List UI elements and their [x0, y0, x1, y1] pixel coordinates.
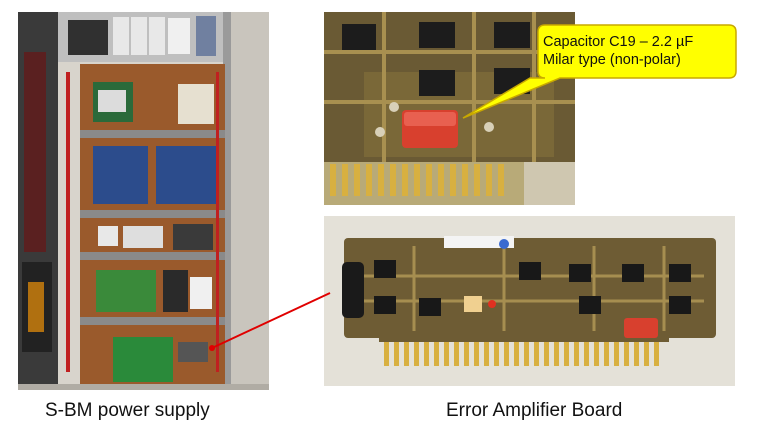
callout-line-2: Milar type (non-polar)	[543, 52, 681, 68]
callout-line-1: Capacitor C19 – 2.2 µF	[543, 34, 694, 50]
error-amplifier-board-photo	[324, 216, 735, 386]
capacitor-closeup-photo	[324, 12, 575, 205]
caption-error-amplifier: Error Amplifier Board	[446, 400, 623, 421]
power-supply-cabinet-photo	[18, 12, 269, 390]
caption-power-supply: S-BM power supply	[45, 400, 210, 421]
callout-text: Capacitor C19 – 2.2 µF Milar type (non-p…	[543, 33, 725, 69]
